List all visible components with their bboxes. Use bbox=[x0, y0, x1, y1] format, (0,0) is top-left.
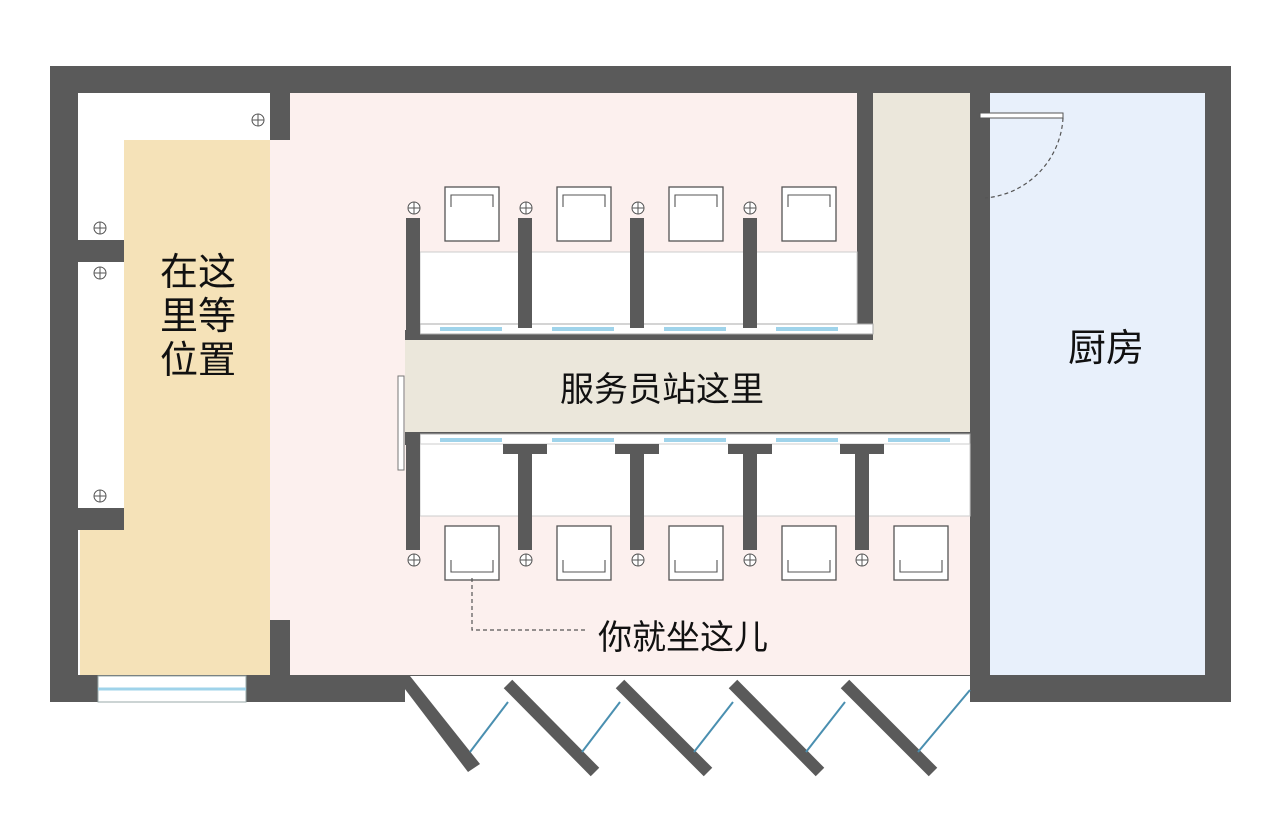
your-seat-label: 你就坐这儿 bbox=[598, 618, 768, 658]
upper-booths bbox=[406, 218, 874, 336]
lower-tcap-4 bbox=[728, 444, 772, 454]
seat-leader-line bbox=[471, 578, 588, 631]
folding-door-3 bbox=[728, 679, 825, 777]
chair-icon bbox=[668, 186, 724, 242]
chair-icon bbox=[781, 186, 837, 242]
waiting-area-label: 在这里等位置 bbox=[160, 250, 237, 382]
kitchen-label: 厨房 bbox=[1068, 326, 1145, 370]
folding-door-4 bbox=[840, 679, 938, 777]
door-glass-2 bbox=[581, 701, 621, 753]
circle-cross-icon bbox=[519, 553, 533, 567]
chair-icon bbox=[556, 186, 612, 242]
chair-icon bbox=[444, 186, 500, 242]
lower-booths bbox=[406, 432, 971, 550]
chair-icon bbox=[668, 525, 724, 581]
folding-door-1 bbox=[503, 679, 600, 777]
waiting-area-floor bbox=[80, 140, 280, 675]
entry-wall-lower bbox=[270, 620, 290, 675]
circle-cross-icon bbox=[93, 489, 107, 503]
kitchen-floor bbox=[990, 93, 1205, 675]
lower-tcap-2 bbox=[503, 444, 547, 454]
staff-station-label: 服务员站这里 bbox=[560, 370, 764, 410]
chair-icon bbox=[556, 525, 612, 581]
circle-cross-icon bbox=[743, 201, 757, 215]
fixtures bbox=[93, 113, 869, 567]
entry-stub-wall-2 bbox=[78, 508, 124, 530]
swing-door-icon bbox=[979, 112, 1064, 199]
folding-door-2 bbox=[615, 679, 713, 777]
staff-corridor-floor bbox=[405, 93, 970, 432]
kitchen-wall-lower bbox=[970, 200, 990, 675]
lower-partition-5 bbox=[855, 452, 869, 550]
door-glass-5 bbox=[917, 689, 971, 753]
entry-wall-upper bbox=[270, 93, 290, 140]
upper-partition-1 bbox=[406, 218, 420, 336]
lower-partition-4 bbox=[743, 452, 757, 550]
kitchen-door-arc bbox=[984, 117, 1064, 199]
kitchen-door-leaf bbox=[979, 112, 1064, 119]
chairs bbox=[444, 186, 949, 581]
lower-partition-3 bbox=[630, 452, 644, 550]
chair-icon bbox=[444, 525, 500, 581]
corridor-wall bbox=[857, 93, 873, 330]
side-sliding-door bbox=[397, 375, 405, 471]
kitchen-wall-upper bbox=[970, 93, 990, 115]
entrance-slant-wall bbox=[395, 676, 480, 772]
upper-partition-3 bbox=[630, 218, 644, 328]
door-glass-1 bbox=[469, 701, 509, 753]
lower-partition-2 bbox=[518, 452, 532, 550]
entry-stub-wall-1 bbox=[78, 240, 124, 262]
circle-cross-icon bbox=[519, 201, 533, 215]
chair-icon bbox=[893, 525, 949, 581]
upper-partition-4 bbox=[743, 218, 757, 328]
circle-cross-icon bbox=[631, 553, 645, 567]
door-glass-3 bbox=[693, 701, 734, 753]
circle-cross-icon bbox=[93, 266, 107, 280]
circle-cross-icon bbox=[743, 553, 757, 567]
circle-cross-icon bbox=[855, 553, 869, 567]
entrance-doors bbox=[469, 679, 971, 777]
lower-tcap-3 bbox=[615, 444, 659, 454]
door-glass-4 bbox=[805, 701, 846, 753]
lower-partition-1 bbox=[406, 432, 420, 550]
circle-cross-icon bbox=[251, 113, 265, 127]
lower-tcap-5 bbox=[840, 444, 884, 454]
upper-partition-2 bbox=[518, 218, 532, 328]
circle-cross-icon bbox=[93, 221, 107, 235]
chair-icon bbox=[781, 525, 837, 581]
circle-cross-icon bbox=[407, 553, 421, 567]
circle-cross-icon bbox=[631, 201, 645, 215]
lower-table-row bbox=[419, 443, 971, 517]
entrance-opening bbox=[405, 676, 970, 702]
circle-cross-icon bbox=[407, 201, 421, 215]
